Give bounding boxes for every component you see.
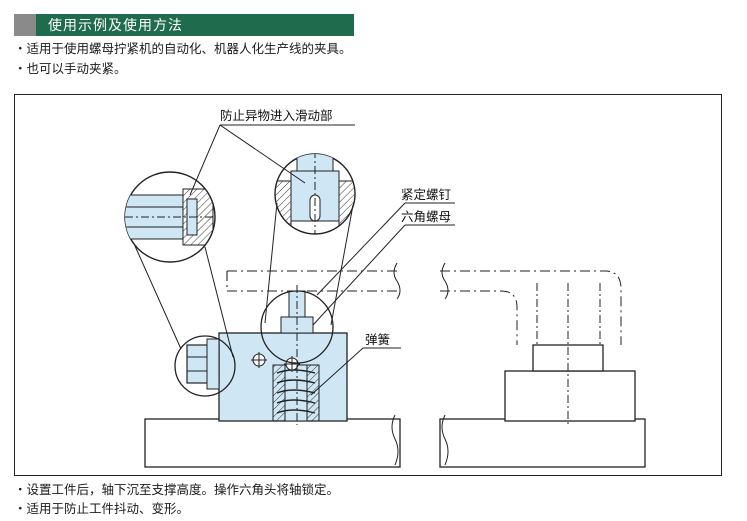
callout-spring: 弹簧 — [365, 332, 390, 347]
magnified-detail-left — [124, 171, 216, 263]
base-plate-left — [144, 414, 401, 468]
detail-circle-side — [174, 335, 236, 397]
callout-set-screw: 紧定螺钉 — [401, 187, 452, 202]
section-title: 使用示例及使用方法 — [48, 18, 183, 34]
leader-lines — [189, 124, 455, 396]
usage-bullet-2: ・也可以手动夹紧。 — [14, 61, 127, 76]
usage-illustration: 防止异物进入滑动部 紧定螺钉 六角螺母 弹簧 — [14, 94, 722, 476]
illustration-svg: 防止异物进入滑动部 紧定螺钉 六角螺母 弹簧 — [124, 108, 646, 468]
callout-seal: 防止异物进入滑动部 — [220, 108, 333, 123]
tangent-line — [330, 204, 354, 326]
callout-hex-nut: 六角螺母 — [401, 209, 451, 224]
section-marker — [14, 14, 36, 36]
section-header: 使用示例及使用方法 — [14, 14, 354, 36]
tangent-line — [264, 202, 278, 324]
workpiece-outline-left — [226, 270, 400, 292]
magnified-detail-right — [274, 153, 356, 235]
clamp-block — [186, 285, 348, 425]
tangent-line — [204, 246, 234, 358]
note-bullet-1: ・设置工件后，轴下沉至支撑高度。操作六角头将轴锁定。 — [14, 482, 340, 497]
tangent-line — [134, 245, 182, 350]
note-bullet-2: ・适用于防止工件抖动、变形。 — [14, 501, 190, 516]
detail-circle-top — [260, 290, 334, 364]
right-assembly — [439, 262, 646, 468]
usage-bullet-1: ・适用于使用螺母拧紧机的自动化、机器人化生产线的夹具。 — [14, 41, 352, 56]
